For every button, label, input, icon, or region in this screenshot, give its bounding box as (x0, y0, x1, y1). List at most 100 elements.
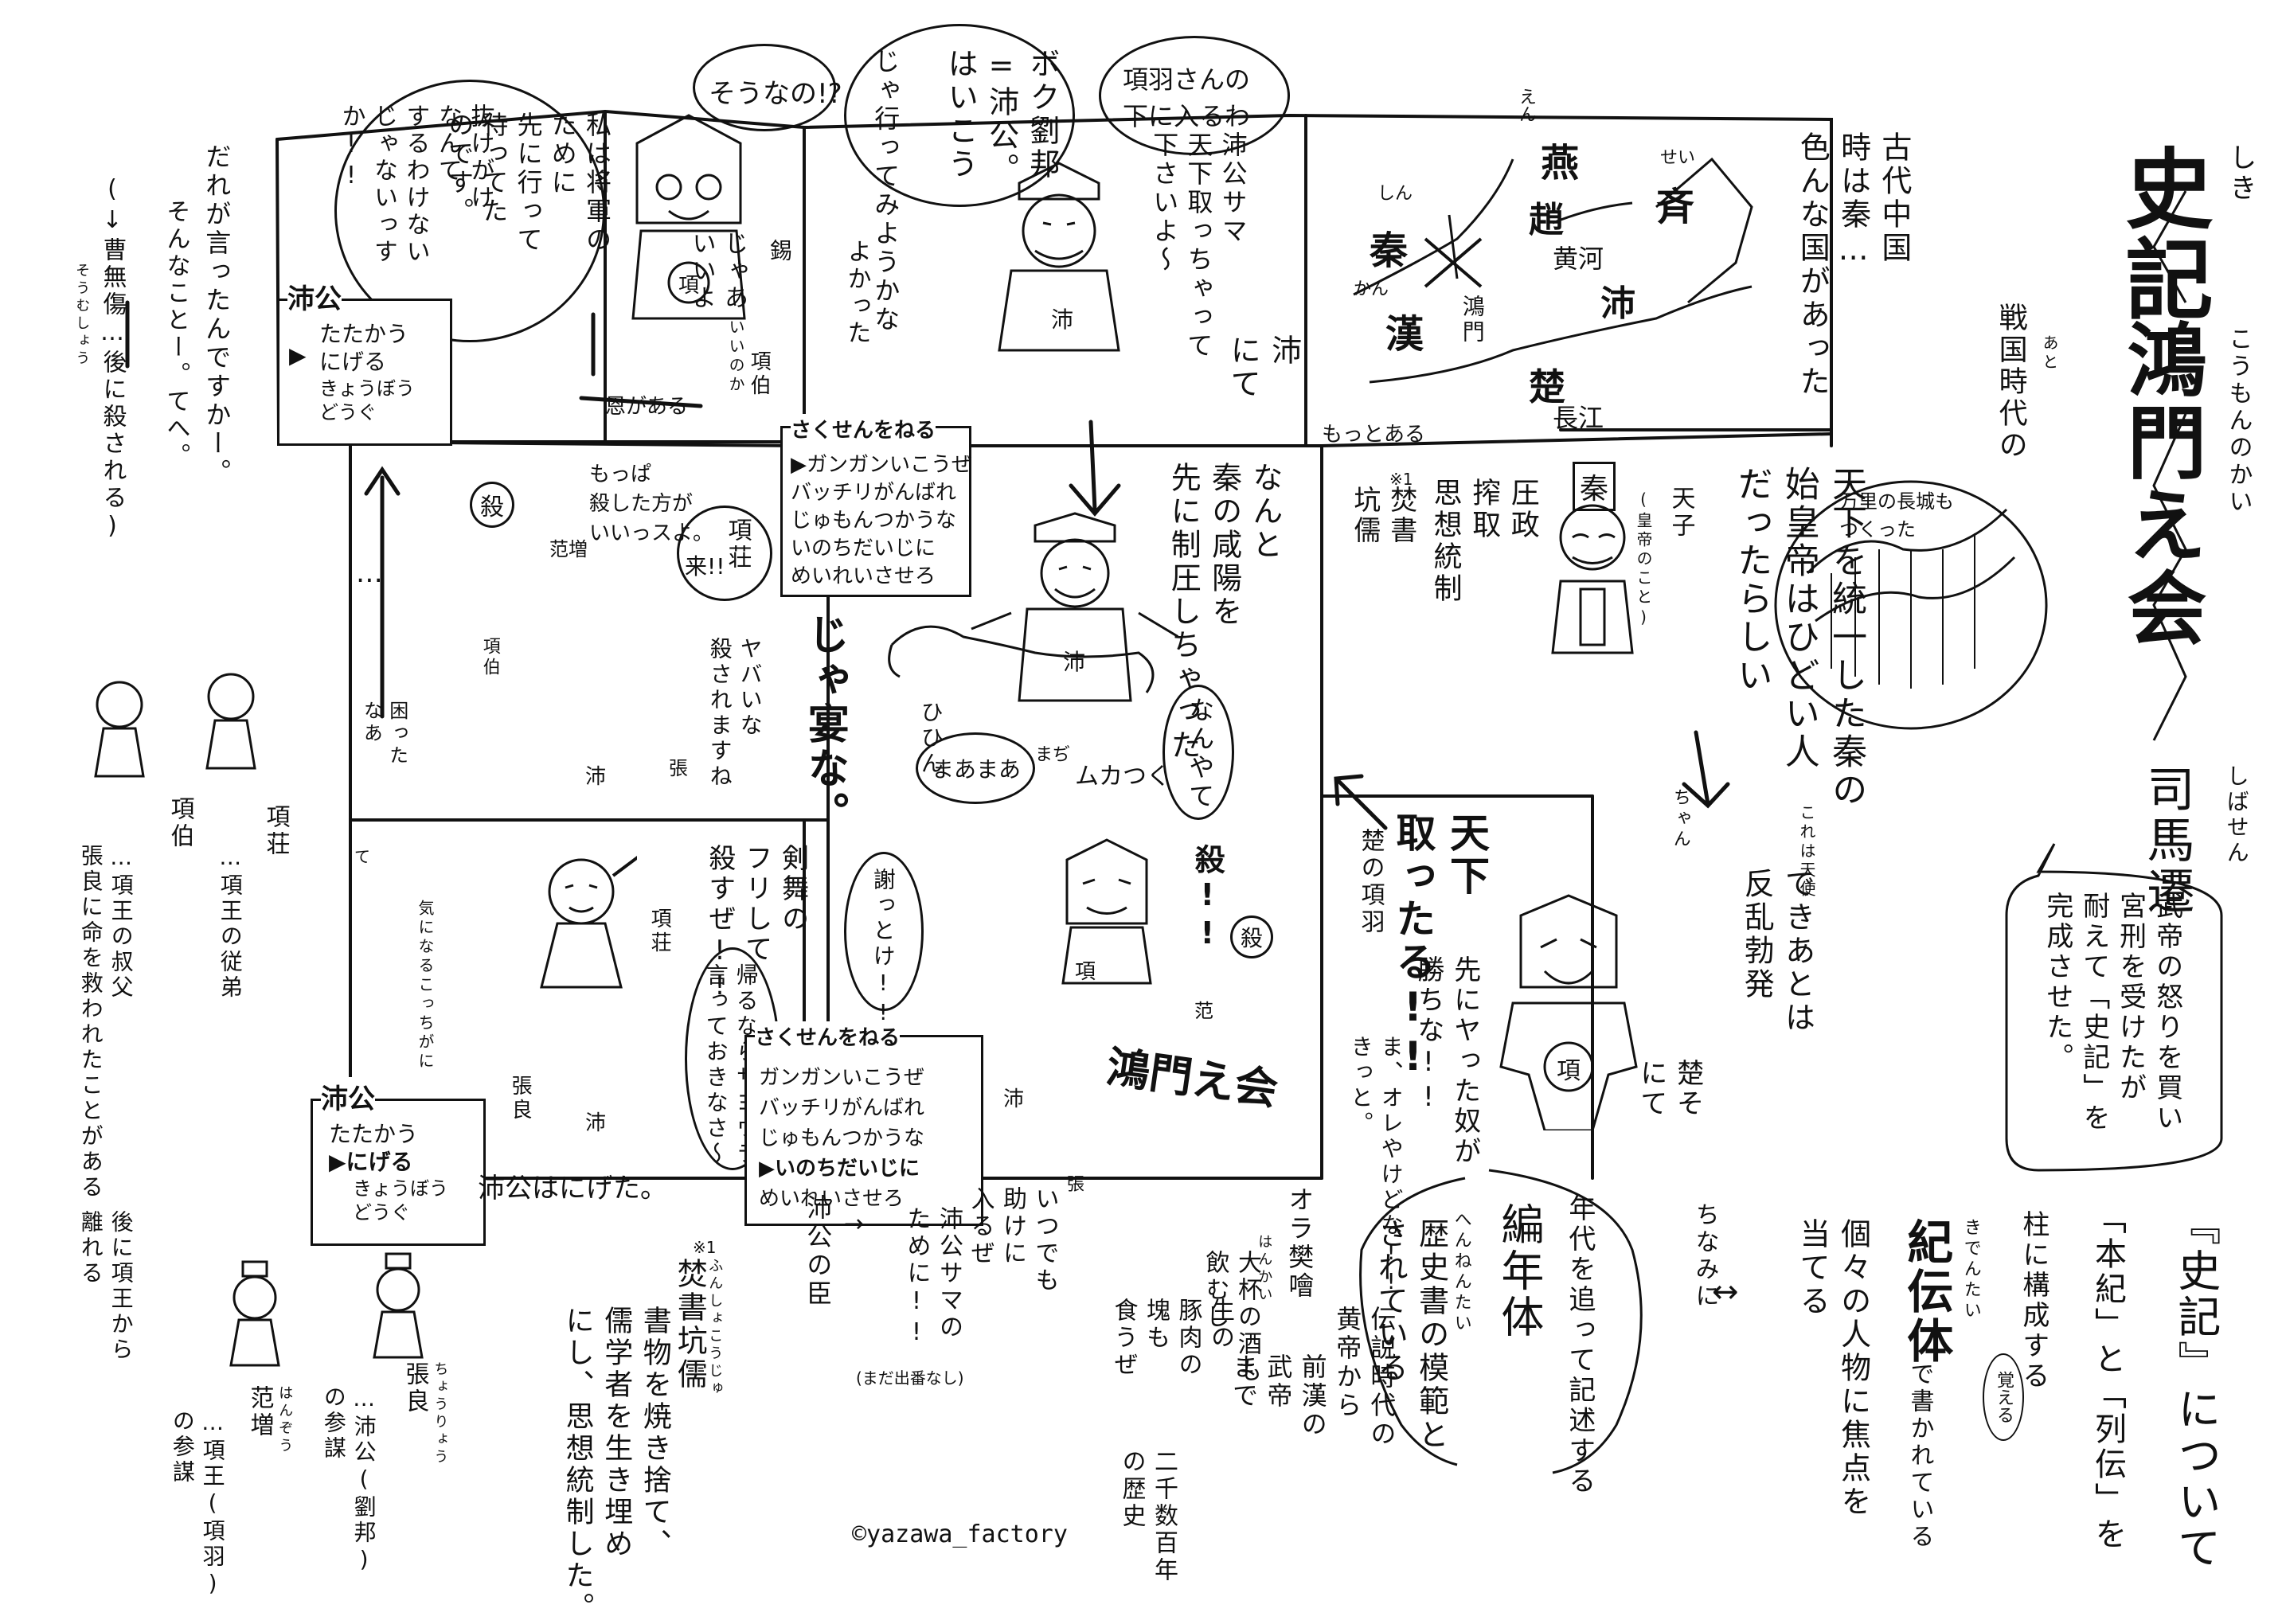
cmd1-opt4[interactable]: どうぐ (319, 401, 377, 424)
funsho-ruby: ふんしょこうじゅ (706, 1258, 724, 1398)
kouhaku-top: 項伯 (747, 350, 772, 398)
maa-text: まあまあ (932, 756, 1022, 783)
about-oboeru: 覚える (1983, 1353, 2024, 1441)
strategy-top-l5[interactable]: めいれいさせろ (791, 564, 936, 588)
state-chou: 趙 (1529, 200, 1564, 240)
about-kidentai: 紀伝体 (1899, 1218, 1954, 1366)
komatta-text: 困った なあ (360, 701, 408, 767)
sengoku-label: 戦国時代の (1994, 303, 2027, 462)
jya-en-text: じゃ宴な。 (800, 613, 849, 836)
about-honki: 「本紀」と「列伝」を (2089, 1202, 2126, 1552)
cmd2-opt1[interactable]: たたかう (329, 1121, 419, 1147)
strategy-top-l3[interactable]: じゅもんつかうな (791, 509, 957, 533)
shoiteki-bubble (334, 80, 605, 342)
strategy-bottom-l2[interactable]: バッチリがんばれ (759, 1096, 925, 1120)
note-souso: (↓曹無傷…後に殺される) (98, 175, 127, 543)
haikou-speech: 沛公サマ 天下取っちゃって 下さいよ〜 (1149, 131, 1248, 361)
haikou-fled: 沛公はにげた。 (478, 1173, 667, 1204)
strategy-box-bottom: さくせんをねる ガンガンいこうぜ バッチリがんばれ じゅもんつかうな ▶いのちだ… (744, 1021, 983, 1226)
han-scene-tag: 范 (1194, 1000, 1213, 1022)
strategy-box-top: さくせんをねる ▶ガンガンいこうぜ バッチリがんばれ じゅもんつかうな いのちだ… (780, 414, 972, 597)
yabai-text: ヤバいな 殺されますね (706, 637, 764, 790)
map-motto: もっとある (1322, 423, 1426, 447)
chouryo-sword: 張良 (508, 1075, 533, 1122)
strategy-bottom-l5[interactable]: めいれいさせろ (759, 1187, 905, 1211)
kou-tag-top: 項 (678, 274, 700, 298)
kou-u-scene-figure (1051, 836, 1162, 987)
kouu-bubble (1099, 36, 1290, 155)
about-zenkan: 前漢の 武帝 まで (1229, 1353, 1328, 1439)
title-shiki-ruby: しき (2224, 143, 2257, 204)
kouhaku-small-figure (88, 677, 151, 780)
rebel-kou: 楚の項羽 (1356, 828, 1385, 936)
strategy-bottom-l3[interactable]: じゅもんつかうな (759, 1126, 925, 1150)
kashin-taihai: 大杯の酒も 飲むし (1201, 1250, 1262, 1385)
about-kojin: 個々の人物に焦点を 当てる (1795, 1218, 1871, 1519)
nanyate-text: なんやて (1185, 697, 1216, 811)
rebel-label-angel: これは天使 (1797, 804, 1816, 900)
kashin-tame: 沛公サマの ために!! (902, 1206, 963, 1349)
rebel-soni: 楚そ にて (1635, 1059, 1704, 1119)
rebel-ore: ま、オレやけどな!! きっと。 (1347, 1035, 1405, 1298)
strategy-top-l4[interactable]: いのちだいじに (791, 537, 936, 560)
kouso-sword: 項荘 (647, 908, 672, 955)
note-kousou-desc: …項王の従弟 (217, 844, 244, 1001)
about-hennentai: 編年体 (1493, 1202, 1544, 1341)
kouso-sword-figure (526, 844, 637, 995)
shikotei-headline: 天下を統一した秦の 始皇帝はひどい人 だったらしい (1731, 466, 1867, 810)
cmd2-opt3[interactable]: きょうぼう (353, 1177, 448, 1200)
kou-u-figure-top: 項 (621, 111, 756, 326)
shoiteki-text: 私は将軍の ために 先に行って 待ってた のです。 (444, 111, 612, 255)
kashin-hankai: オラ樊噲 (1284, 1186, 1315, 1301)
note-sonna: そんなことー。てへ。 (162, 199, 190, 470)
strategy-top-l1[interactable]: ▶ガンガンいこうぜ (791, 453, 972, 477)
cmd2-opt4[interactable]: どうぐ (353, 1201, 410, 1224)
kouu-bubble-text: 項羽さんの 下に入るわ (1123, 64, 1251, 131)
strategy-top-l2[interactable]: バッチリがんばれ (791, 481, 957, 505)
state-kan: 漢 (1385, 312, 1424, 357)
cmd1-opt3[interactable]: きょうぼう (319, 377, 415, 400)
about-heading: 『史記』について (2170, 1202, 2221, 1571)
maa-bubble (916, 732, 1035, 804)
state-hai: 沛 (1600, 283, 1635, 324)
sounano-text: そうなの!? (709, 78, 842, 110)
haikou-figure-top: 沛 (987, 159, 1131, 358)
cmd1-opt1[interactable]: たたかう (319, 321, 409, 347)
note-kousou: 項荘 (261, 804, 290, 858)
cmd1-title: 沛公 (287, 277, 342, 316)
state-so: 楚 (1529, 365, 1565, 408)
state-en: 燕 (1541, 141, 1580, 185)
note-kouhaku-desc: …項王の叔父 張良に命を救われたことがある (77, 844, 135, 1200)
note-dareka: だれが言ったんですかー。 (201, 143, 232, 487)
hanzou-small-figure (223, 1258, 287, 1369)
cmd1-opt2[interactable]: にげる (319, 349, 387, 375)
note-hanzou-ruby: はんぞう (276, 1385, 294, 1455)
map-koumon: 鴻門 (1459, 295, 1486, 345)
machi-text: まぢ (1035, 745, 1071, 765)
shikotei-tenshi-note: (皇帝のこと) (1634, 490, 1653, 630)
ryuhou-ikkai: じゃ行ってみようかな (870, 48, 901, 334)
cmd2-title: 沛公 (321, 1077, 375, 1116)
emperor-figure (1537, 494, 1648, 661)
ayamatte-bubble (844, 852, 924, 1011)
about-nisen: 二千数百年 の歴史 (1117, 1449, 1178, 1584)
cmd2-opt2[interactable]: ▶にげる (329, 1149, 413, 1175)
haikou-shin: 沛公の臣 (803, 1194, 834, 1309)
strategy-bottom-l1[interactable]: ガンガンいこうぜ (759, 1066, 925, 1090)
strategy-bottom-l4[interactable]: ▶いのちだいじに (759, 1157, 920, 1181)
kashin-arrow: → (844, 1210, 865, 1238)
te-sword: て (354, 847, 370, 866)
author-bubble-text: 武帝の怒りを買い 宮刑を受けたが 耐えて「史記」を 完成させた。 (2041, 892, 2183, 1134)
about-densetsu: 伝説時代の 黄帝から (1332, 1306, 1397, 1449)
shikotei-funsho: 焚書 坑儒 (1348, 486, 1417, 546)
state-sei-ruby: せい (1660, 148, 1696, 168)
note-hanzou-after: 後に項王から 離れる (77, 1210, 135, 1363)
state-shin: 秦 (1370, 228, 1409, 273)
yokatta-text: よかった (842, 239, 871, 347)
shikotei-policies: 圧政 搾取 思想統制 (1428, 478, 1539, 605)
chou-scene-tag: 張 (1067, 1175, 1085, 1195)
rebel-shout: 天下 取ったる!! (1389, 812, 1491, 1083)
shikotei-tenshi: 天子 (1667, 486, 1695, 540)
kashin-itsudemo: いつでも 助けに 入るぜ (966, 1186, 1059, 1294)
state-shin-ruby: しん (1377, 184, 1413, 204)
